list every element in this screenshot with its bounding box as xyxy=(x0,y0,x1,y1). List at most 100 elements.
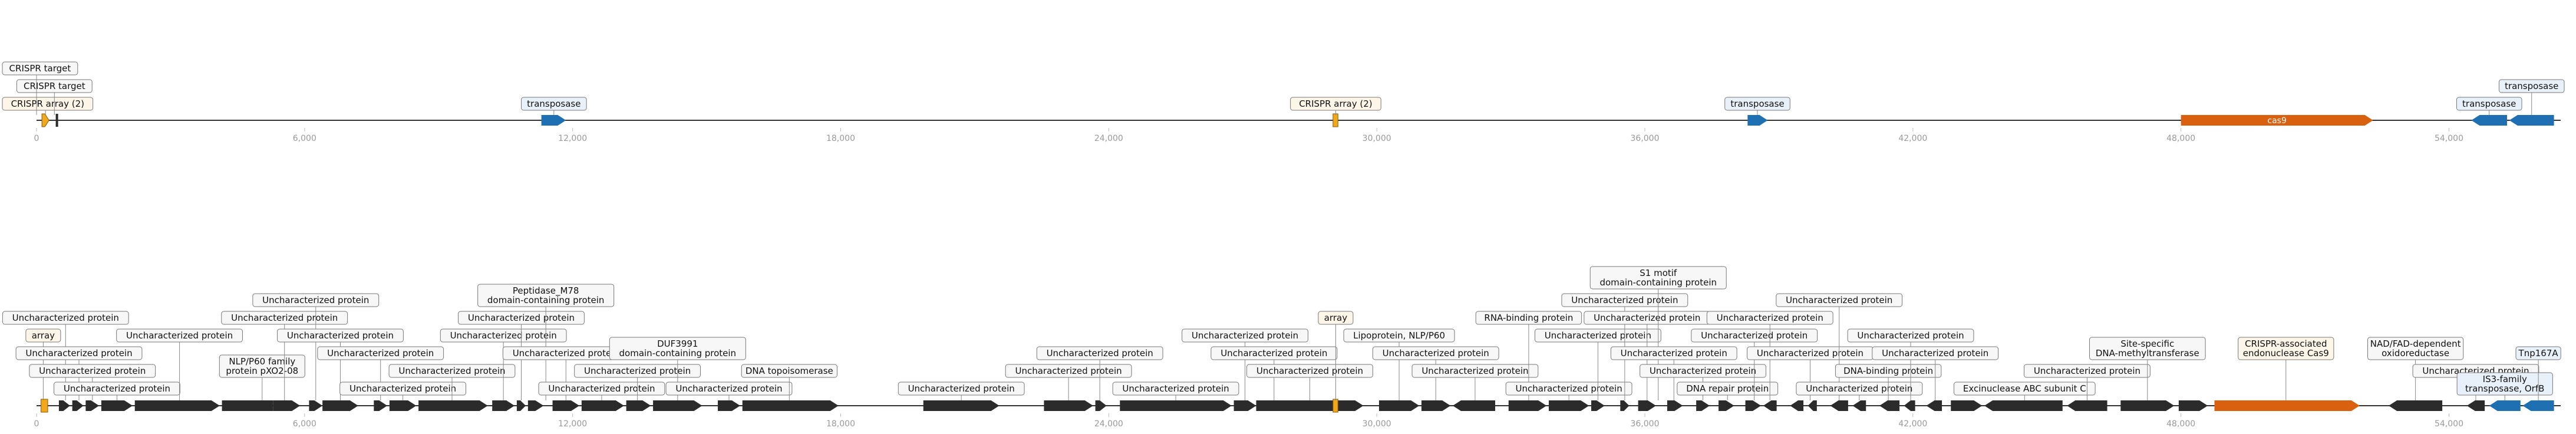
gene-feature[interactable] xyxy=(1453,400,1496,411)
gene-feature[interactable] xyxy=(742,400,839,411)
gene-feature[interactable] xyxy=(374,400,388,411)
gene-feature[interactable] xyxy=(1696,400,1710,411)
crispr-array-feature[interactable] xyxy=(1332,113,1338,127)
feature-label[interactable]: Uncharacterized protein xyxy=(277,328,404,343)
feature-label[interactable]: Uncharacterized protein xyxy=(1610,346,1737,360)
gene-feature[interactable] xyxy=(2181,115,2373,126)
feature-label[interactable]: Lipoprotein, NLP/P60 xyxy=(1343,328,1455,343)
feature-label[interactable]: Uncharacterized protein xyxy=(252,293,380,307)
gene-feature[interactable] xyxy=(1830,400,1848,411)
crispr-array-feature[interactable] xyxy=(41,399,48,413)
feature-label[interactable]: transposase xyxy=(2456,97,2522,111)
gene-feature[interactable] xyxy=(2466,400,2485,411)
feature-label[interactable]: DNA-binding protein xyxy=(1835,364,1942,378)
gene-feature[interactable] xyxy=(2389,400,2443,411)
gene-feature[interactable] xyxy=(273,400,301,411)
feature-label[interactable]: Uncharacterized protein xyxy=(665,382,793,396)
feature-label[interactable]: CRISPR array (2) xyxy=(2,97,94,111)
feature-label[interactable]: Uncharacterized protein xyxy=(458,311,585,325)
feature-label[interactable]: Uncharacterized protein xyxy=(2,311,129,325)
gene-feature[interactable] xyxy=(1095,400,1107,411)
feature-label[interactable]: Uncharacterized protein xyxy=(317,346,444,360)
gene-feature[interactable] xyxy=(1951,400,1983,411)
gene-feature[interactable] xyxy=(72,400,84,411)
gene-feature[interactable] xyxy=(923,400,1000,411)
gene-feature[interactable] xyxy=(2522,400,2554,411)
feature-label[interactable]: Uncharacterized protein xyxy=(15,346,143,360)
gene-feature[interactable] xyxy=(653,400,702,411)
gene-feature[interactable] xyxy=(1926,400,1942,411)
feature-label[interactable]: Uncharacterized protein xyxy=(1776,293,1903,307)
feature-label[interactable]: transposase xyxy=(2498,79,2565,93)
gene-feature[interactable] xyxy=(2120,400,2175,411)
feature-label[interactable]: Uncharacterized protein xyxy=(1372,346,1499,360)
feature-label[interactable]: Uncharacterized protein xyxy=(574,364,701,378)
feature-label[interactable]: Uncharacterized protein xyxy=(1211,346,1338,360)
gene-feature[interactable] xyxy=(2214,400,2360,411)
feature-label[interactable]: Tnp167A xyxy=(2515,346,2561,360)
gene-feature[interactable] xyxy=(2509,115,2554,126)
feature-label[interactable]: Uncharacterized protein xyxy=(1246,364,1373,378)
feature-label[interactable]: Uncharacterized protein xyxy=(1534,328,1661,343)
gene-feature[interactable] xyxy=(1719,400,1734,411)
feature-label[interactable]: Uncharacterized protein xyxy=(538,382,665,396)
feature-label[interactable]: Uncharacterized protein xyxy=(29,364,156,378)
gene-feature[interactable] xyxy=(718,400,740,411)
feature-label[interactable]: Uncharacterized protein xyxy=(1872,346,1999,360)
gene-feature[interactable] xyxy=(492,400,515,411)
feature-label[interactable]: Uncharacterized protein xyxy=(1847,328,1974,343)
feature-label[interactable]: Uncharacterized protein xyxy=(2024,364,2150,378)
feature-label[interactable]: Uncharacterized protein xyxy=(1640,364,1766,378)
feature-label[interactable]: array xyxy=(1318,311,1354,325)
gene-feature[interactable] xyxy=(1120,400,1232,411)
feature-label[interactable]: Uncharacterized protein xyxy=(54,382,180,396)
feature-label[interactable]: Uncharacterized protein xyxy=(388,364,516,378)
gene-feature[interactable] xyxy=(1667,400,1683,411)
gene-feature[interactable] xyxy=(2489,400,2521,411)
feature-label[interactable]: Uncharacterized protein xyxy=(1691,328,1818,343)
feature-label[interactable]: Uncharacterized protein xyxy=(1584,311,1711,325)
gene-feature[interactable] xyxy=(1879,400,1900,411)
feature-label[interactable]: Uncharacterized protein xyxy=(1005,364,1132,378)
gene-feature[interactable] xyxy=(309,400,323,411)
feature-label[interactable]: Excinuclease ABC subunit C xyxy=(1954,382,2096,396)
feature-label[interactable]: Uncharacterized protein xyxy=(1505,382,1632,396)
gene-feature[interactable] xyxy=(581,400,624,411)
gene-feature[interactable] xyxy=(1808,400,1817,411)
gene-feature[interactable] xyxy=(2067,400,2107,411)
gene-feature[interactable] xyxy=(1763,400,1777,411)
gene-feature[interactable] xyxy=(85,400,100,411)
gene-feature[interactable] xyxy=(1421,400,1451,411)
feature-label[interactable]: DNA topoisomerase xyxy=(741,364,837,378)
gene-feature[interactable] xyxy=(1747,115,1768,126)
feature-label[interactable]: Uncharacterized protein xyxy=(898,382,1025,396)
feature-label[interactable]: DNA repair protein xyxy=(1677,382,1779,396)
feature-label[interactable]: Uncharacterized protein xyxy=(1561,293,1688,307)
gene-feature[interactable] xyxy=(541,115,566,126)
feature-label[interactable]: Uncharacterized protein xyxy=(502,346,629,360)
feature-label[interactable]: Uncharacterized protein xyxy=(440,328,567,343)
feature-label[interactable]: CRISPR target xyxy=(2,61,78,75)
crispr-array-feature[interactable] xyxy=(41,113,50,127)
feature-label[interactable]: CRISPR array (2) xyxy=(1290,97,1381,111)
gene-feature[interactable] xyxy=(1256,400,1364,411)
feature-label[interactable]: Uncharacterized protein xyxy=(1112,382,1239,396)
gene-feature[interactable] xyxy=(101,400,133,411)
feature-label[interactable]: Uncharacterized protein xyxy=(1706,311,1833,325)
gene-feature[interactable] xyxy=(552,400,580,411)
gene-feature[interactable] xyxy=(1549,400,1589,411)
feature-label[interactable]: RNA-binding protein xyxy=(1475,311,1582,325)
gene-feature[interactable] xyxy=(1044,400,1093,411)
gene-feature[interactable] xyxy=(2178,400,2208,411)
gene-feature[interactable] xyxy=(418,400,488,411)
gene-feature[interactable] xyxy=(1378,400,1420,411)
crispr-array-feature[interactable] xyxy=(1332,399,1338,413)
feature-label[interactable]: Uncharacterized protein xyxy=(221,311,348,325)
